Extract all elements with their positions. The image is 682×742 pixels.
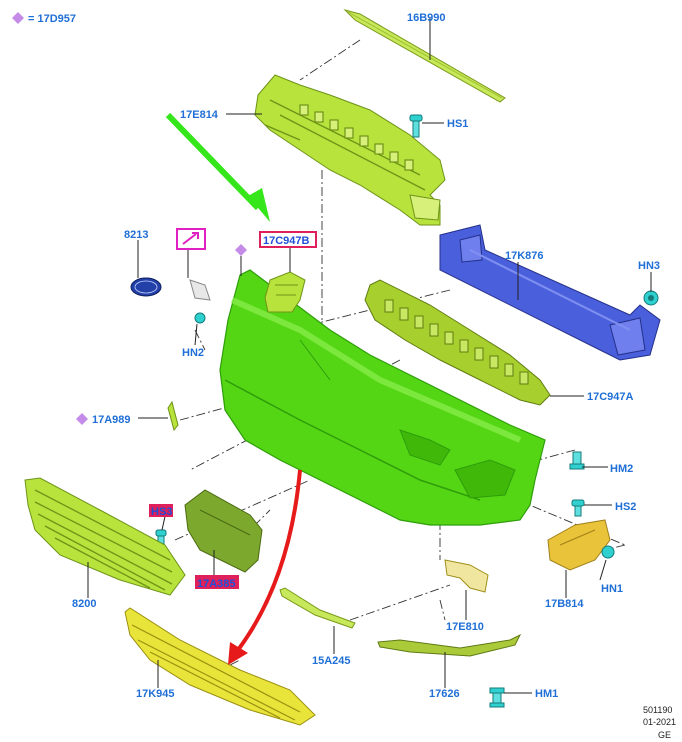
label-17626: 17626 — [429, 688, 460, 700]
diamond-markers — [12, 12, 247, 425]
nut-HN1[interactable] — [601, 545, 615, 559]
label-HN2: HN2 — [182, 347, 204, 359]
part-17A989[interactable] — [167, 400, 179, 432]
part-17E814[interactable] — [254, 74, 446, 226]
tool-symbol-box — [176, 228, 206, 250]
part-17K876[interactable] — [439, 224, 661, 361]
footer-line2: 01-2021 — [643, 717, 676, 727]
label-8213: 8213 — [124, 229, 148, 241]
label-17E814: 17E814 — [180, 109, 219, 121]
emblem-8213[interactable] — [130, 277, 162, 297]
part-16B990[interactable] — [343, 9, 506, 103]
label-17K876: 17K876 — [505, 250, 544, 262]
label-17E810: 17E810 — [446, 621, 484, 633]
diamond-icon — [76, 413, 88, 425]
footer-line1: 501190 — [643, 705, 672, 715]
leader-lines — [87, 18, 652, 694]
label-17A989: 17A989 — [92, 414, 131, 426]
highlight-box-17A385 — [195, 575, 239, 589]
label-16B990: 16B990 — [407, 12, 446, 24]
label-HN3: HN3 — [638, 260, 660, 272]
part-bumper-cover[interactable] — [219, 269, 546, 526]
label-HM1: HM1 — [535, 688, 558, 700]
part-labels: = 17D957 16B990 17E814 HS1 8213 17C947B … — [28, 12, 660, 700]
label-17C947A: 17C947A — [587, 391, 634, 403]
footer-line3: GE — [658, 730, 671, 740]
label-15A245: 15A245 — [312, 655, 351, 667]
label-HS3: HS3 — [151, 506, 172, 518]
label-17K945: 17K945 — [136, 688, 175, 700]
highlight-box-HS3 — [149, 504, 173, 517]
part-17C947B[interactable] — [264, 271, 306, 313]
screw-HM1[interactable] — [489, 687, 505, 708]
part-15A245[interactable] — [279, 587, 356, 629]
screw-HM2[interactable] — [569, 451, 585, 470]
red-arrow — [228, 469, 302, 665]
part-17E810[interactable] — [444, 559, 489, 593]
part-8200-grille[interactable] — [24, 477, 186, 596]
screw-HS2[interactable] — [571, 499, 585, 517]
label-17A385: 17A385 — [197, 578, 236, 590]
footer-code: 501190 01-2021 GE — [643, 705, 676, 740]
label-17C947B: 17C947B — [263, 235, 310, 247]
label-HM2: HM2 — [610, 463, 633, 475]
label-8200: 8200 — [72, 598, 96, 610]
legend-diamond-icon — [12, 12, 24, 24]
screw-HS3[interactable] — [155, 529, 167, 545]
label-HN1: HN1 — [601, 583, 623, 595]
label-HS2: HS2 — [615, 501, 636, 513]
diamond-icon — [235, 244, 247, 256]
green-arrow — [165, 112, 270, 222]
part-emblem-bracket[interactable] — [189, 279, 211, 301]
part-17A385[interactable] — [184, 489, 263, 573]
part-17K945[interactable] — [124, 607, 316, 726]
legend-text: = 17D957 — [28, 13, 76, 25]
label-17B814: 17B814 — [545, 598, 584, 610]
part-17626[interactable] — [377, 633, 522, 657]
nut-HN2[interactable] — [194, 312, 206, 324]
part-17B814[interactable] — [547, 519, 611, 571]
tool-icon — [182, 232, 199, 245]
highlight-box-17C947B — [259, 231, 317, 248]
screw-HS1[interactable] — [409, 114, 423, 138]
nut-HN3[interactable] — [643, 290, 659, 306]
label-HS1: HS1 — [447, 118, 468, 130]
part-17C947A[interactable] — [364, 279, 551, 406]
